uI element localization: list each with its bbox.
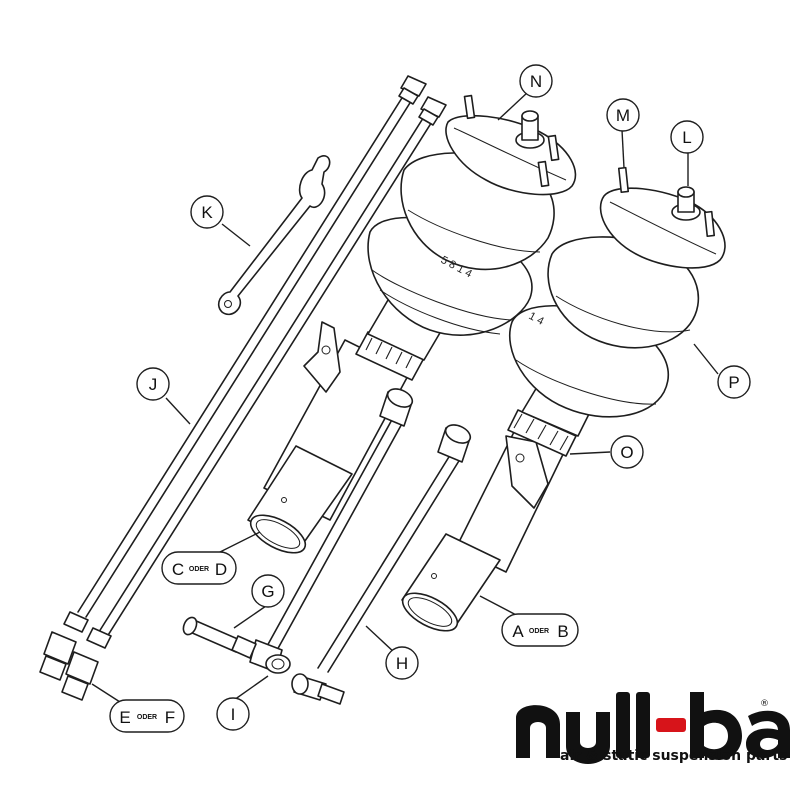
callout-label: N [530,72,542,91]
callout-label: H [396,654,408,673]
callout-label: M [616,106,630,125]
callout-e-oder-f: E ODER F [109,699,185,733]
callout-n: N [519,64,553,98]
callout-a-oder-b: A ODER B [501,613,579,647]
null-bar-logo: ® air & static suspension parts [516,692,790,764]
callout-c-oder-d: C ODER D [161,551,237,585]
callout-j: J [136,367,170,401]
spanner-wrench-k [217,155,331,316]
callout-label: P [728,373,739,392]
callout-label: K [201,203,213,222]
callout-i: I [216,697,250,731]
logo-registered-mark: ® [760,699,769,709]
callout-label: A [512,622,524,641]
left-clamp-ribs [365,337,413,369]
callout-oder: ODER [137,714,157,721]
callout-oder: ODER [189,566,209,573]
callout-h: H [385,646,419,680]
callout-label: C [172,560,184,579]
callout-label: L [682,128,691,147]
logo-red-bar [656,718,686,732]
callout-l: L [670,120,704,154]
callout-label: E [119,708,130,727]
callout-label: D [215,560,227,579]
callout-label: O [620,443,633,462]
callout-oder: ODER [529,628,549,635]
callout-label: I [231,705,236,724]
callout-label: G [261,582,274,601]
callout-label: F [165,708,175,727]
callout-label: J [149,375,158,394]
logo-wordmark [516,692,790,764]
callout-g: G [251,574,285,608]
bolt-g [182,616,257,659]
callout-o: O [610,435,644,469]
drop-link-i [249,388,414,674]
callout-p: P [717,365,751,399]
right-clamp-ribs [513,413,569,451]
right-air-strut: 1 4 [401,166,726,632]
callout-k: K [190,195,224,229]
air-line-j [39,75,447,701]
callout-m: M [606,98,640,132]
drop-link-h [291,424,472,705]
callout-label: B [557,622,568,641]
left-air-strut: 5 8 1 4 [247,94,577,554]
logo-tagline: air & static suspension parts [560,748,787,764]
